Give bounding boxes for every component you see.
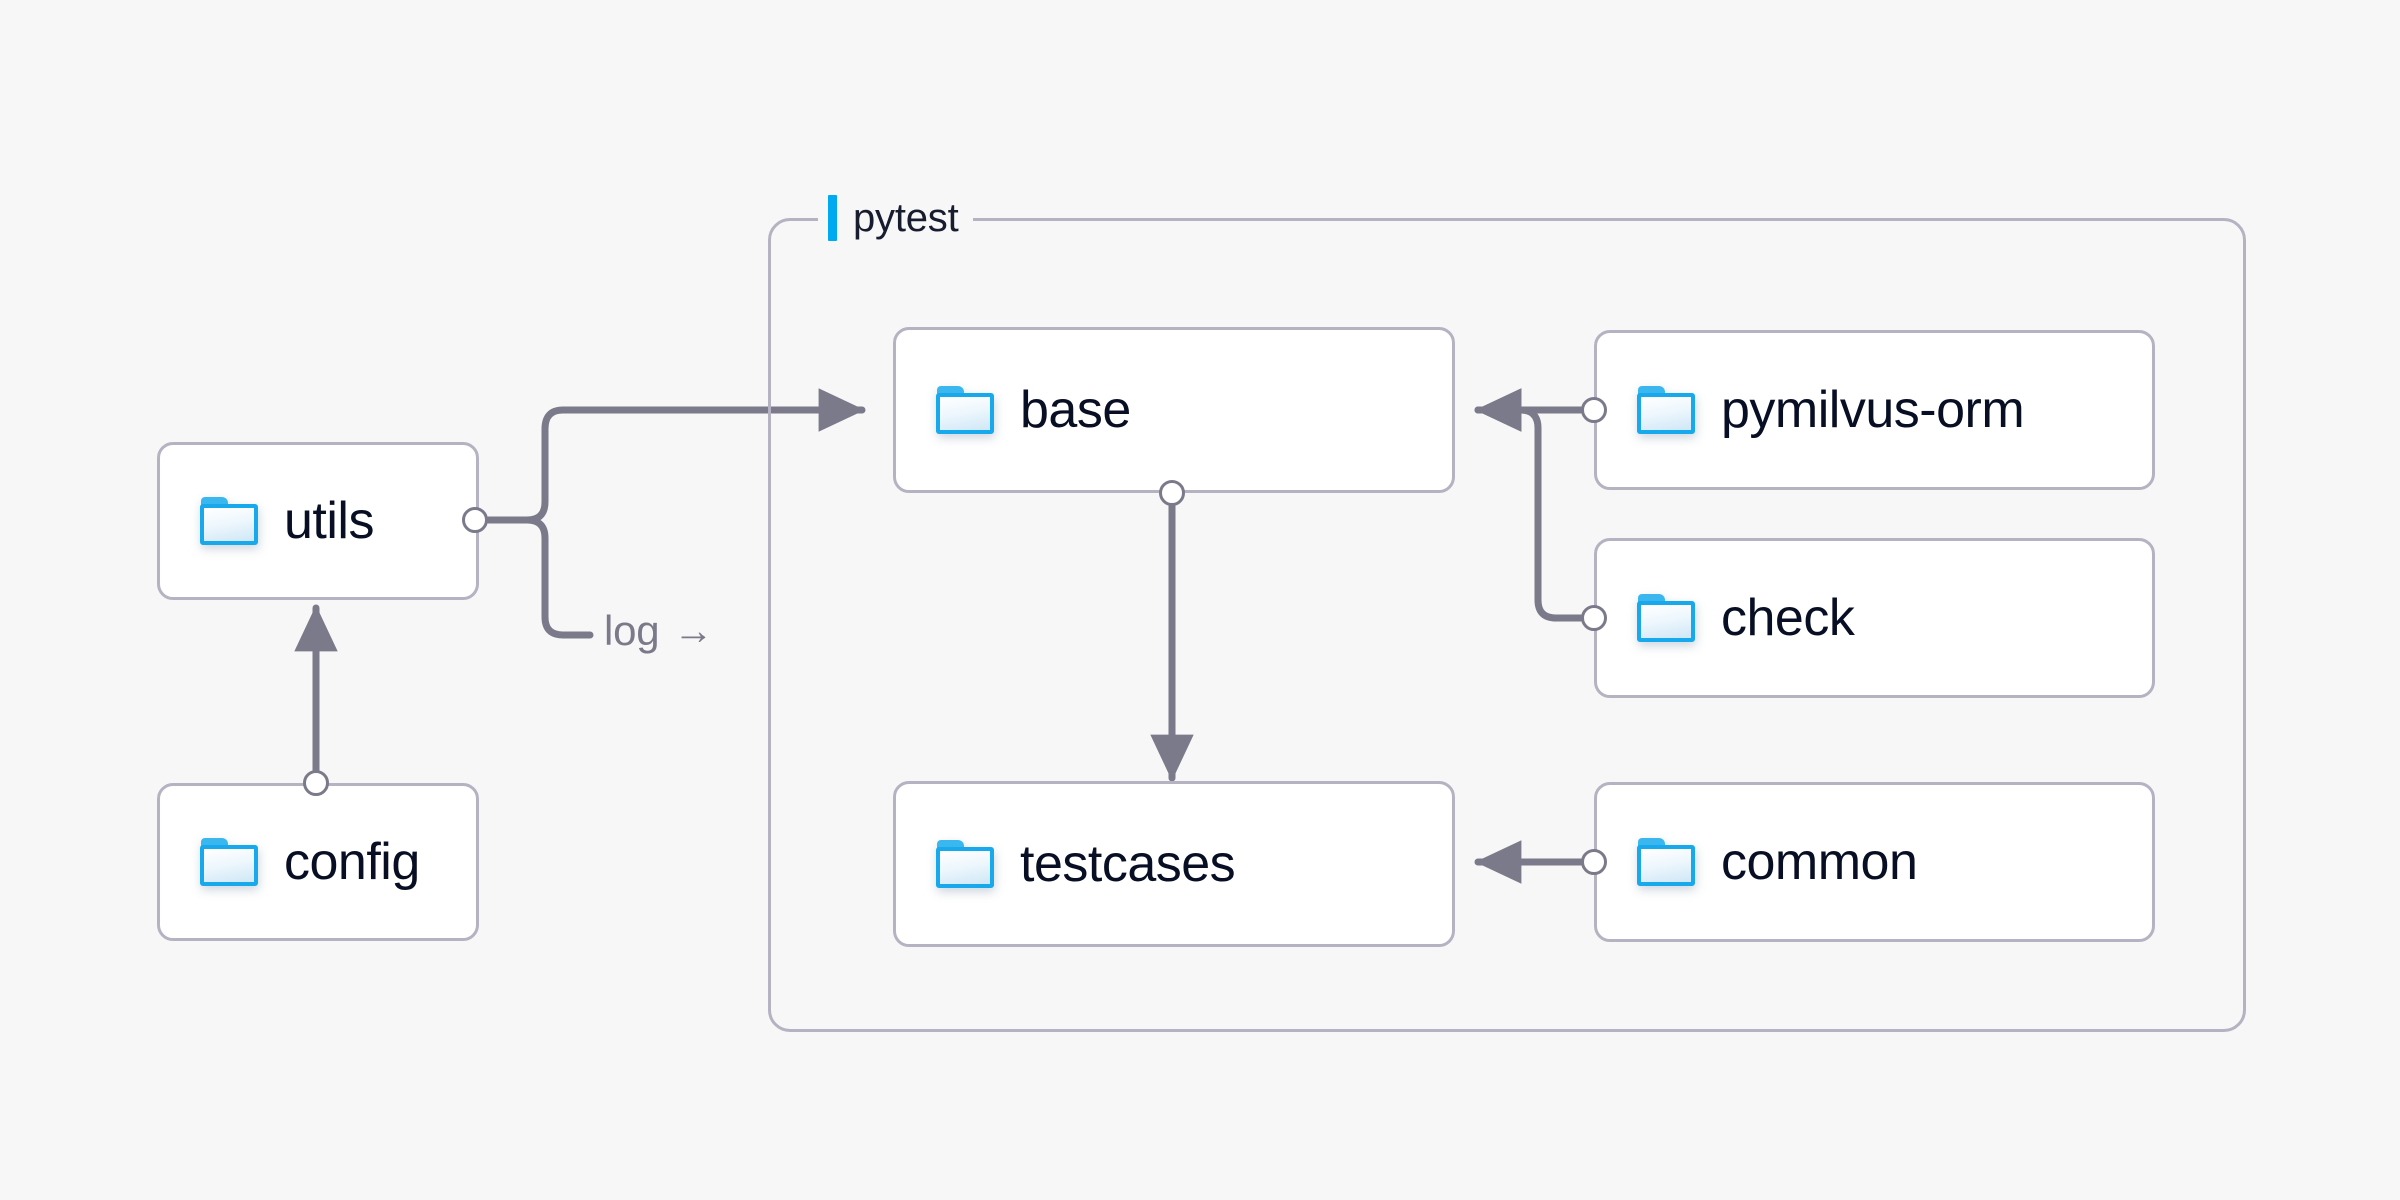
folder-icon (1637, 838, 1695, 886)
node-label-pymilvus-orm: pymilvus-orm (1721, 381, 2025, 439)
edge-label-log-text: log (604, 607, 660, 654)
node-config[interactable]: config (157, 783, 479, 941)
group-pytest-label: pytest (818, 190, 973, 246)
node-common[interactable]: common (1594, 782, 2155, 942)
folder-icon (1637, 594, 1695, 642)
group-title: pytest (853, 195, 959, 240)
edge-label-log: log → (604, 610, 713, 652)
folder-icon (936, 840, 994, 888)
node-label-check: check (1721, 589, 1855, 647)
node-testcases[interactable]: testcases (893, 781, 1455, 947)
node-base[interactable]: base (893, 327, 1455, 493)
port-common-left[interactable] (1581, 849, 1607, 875)
node-label-utils: utils (284, 492, 374, 550)
folder-icon (936, 386, 994, 434)
group-pytest-container (768, 218, 2246, 1032)
node-utils[interactable]: utils (157, 442, 479, 600)
node-label-testcases: testcases (1020, 835, 1236, 893)
edge-utils-to-log (485, 516, 594, 639)
node-label-base: base (1020, 381, 1131, 439)
port-utils-right[interactable] (462, 507, 488, 533)
folder-icon (200, 838, 258, 886)
port-base-bottom[interactable] (1159, 480, 1185, 506)
node-check[interactable]: check (1594, 538, 2155, 698)
node-label-common: common (1721, 833, 1918, 891)
port-config-top[interactable] (303, 770, 329, 796)
port-pymilvus-orm-left[interactable] (1581, 397, 1607, 423)
folder-icon (1637, 386, 1695, 434)
node-label-config: config (284, 833, 420, 891)
group-accent-bar (828, 195, 837, 241)
folder-icon (200, 497, 258, 545)
port-check-left[interactable] (1581, 605, 1607, 631)
arrow-right-icon: → (673, 609, 714, 653)
node-pymilvus-orm[interactable]: pymilvus-orm (1594, 330, 2155, 490)
